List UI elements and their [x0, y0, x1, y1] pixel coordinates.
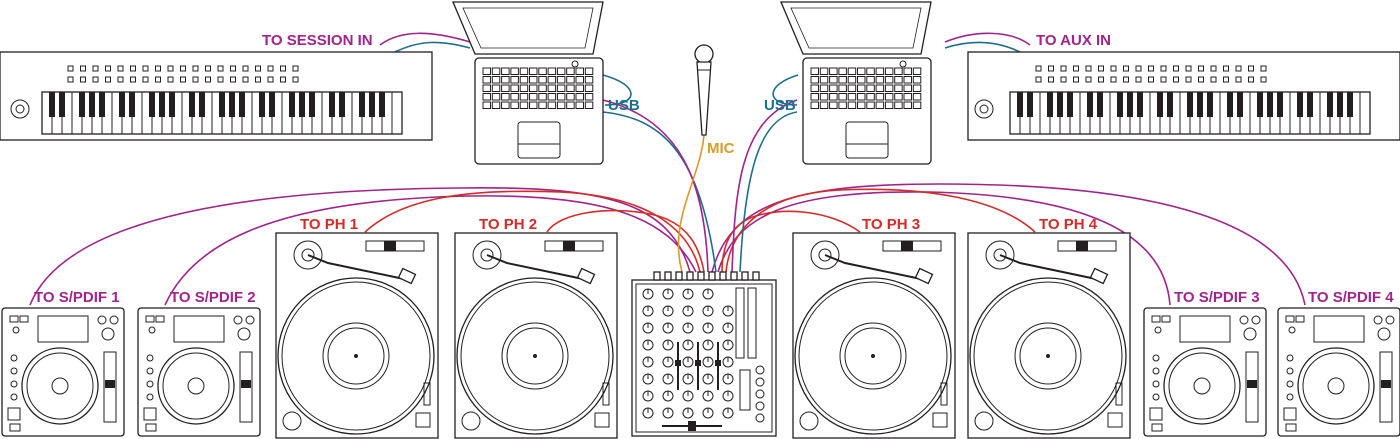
spdif3-label: TO S/PDIF 3 [1174, 289, 1260, 306]
cd-player-4 [1277, 307, 1400, 437]
aux-in-label: TO AUX IN [1036, 32, 1111, 49]
laptop-left-audio-cable [602, 99, 709, 273]
label-layer: TO SESSION IN TO AUX IN USB USB MIC TO P… [34, 32, 1394, 306]
midi-keyboard-left [0, 51, 433, 141]
spdif4-label: TO S/PDIF 4 [1308, 289, 1394, 306]
ph3-label: TO PH 3 [862, 216, 920, 233]
keyboard-right-usb-cable [944, 41, 1021, 53]
phono-cable-4 [725, 188, 1036, 273]
ph2-label: TO PH 2 [479, 216, 537, 233]
phono-cable-2 [546, 209, 705, 273]
cd-player-1 [1, 307, 125, 437]
mic-cable [677, 134, 705, 273]
midi-keyboard-right [967, 51, 1400, 141]
usb-cable-right [739, 111, 798, 273]
spdif1-label: TO S/PDIF 1 [34, 289, 120, 306]
dj-mixer [631, 271, 777, 437]
laptop-right [780, 1, 932, 165]
spdif-cable-2 [164, 195, 697, 306]
keyboard-left-usb-cable [394, 41, 471, 53]
cd-player-2 [137, 307, 261, 437]
laptop-left [452, 1, 604, 165]
spdif2-label: TO S/PDIF 2 [170, 289, 256, 306]
session-in-label: TO SESSION IN [262, 32, 373, 49]
usb-right-label: USB [764, 97, 796, 114]
cable-layer [29, 32, 1306, 306]
microphone [694, 44, 714, 136]
turntable-4 [967, 232, 1131, 439]
session-in-cable [379, 32, 471, 46]
turntable-3 [792, 232, 956, 439]
spdif-cable-3 [717, 191, 1171, 306]
laptop-right-audio-cable [731, 99, 798, 273]
phono-cable-3 [721, 210, 861, 273]
spdif-cable-4 [711, 183, 1306, 306]
turntable-1 [275, 232, 439, 439]
aux-in-cable [944, 32, 1031, 46]
turntable-2 [454, 232, 618, 439]
ph1-label: TO PH 1 [300, 216, 358, 233]
usb-loop-left [602, 74, 632, 106]
cd-player-3 [1143, 307, 1267, 437]
phono-cable-1 [364, 190, 701, 273]
mic-label: MIC [707, 140, 735, 157]
usb-cable-left [602, 111, 717, 273]
ph4-label: TO PH 4 [1039, 216, 1098, 233]
usb-left-label: USB [608, 97, 640, 114]
